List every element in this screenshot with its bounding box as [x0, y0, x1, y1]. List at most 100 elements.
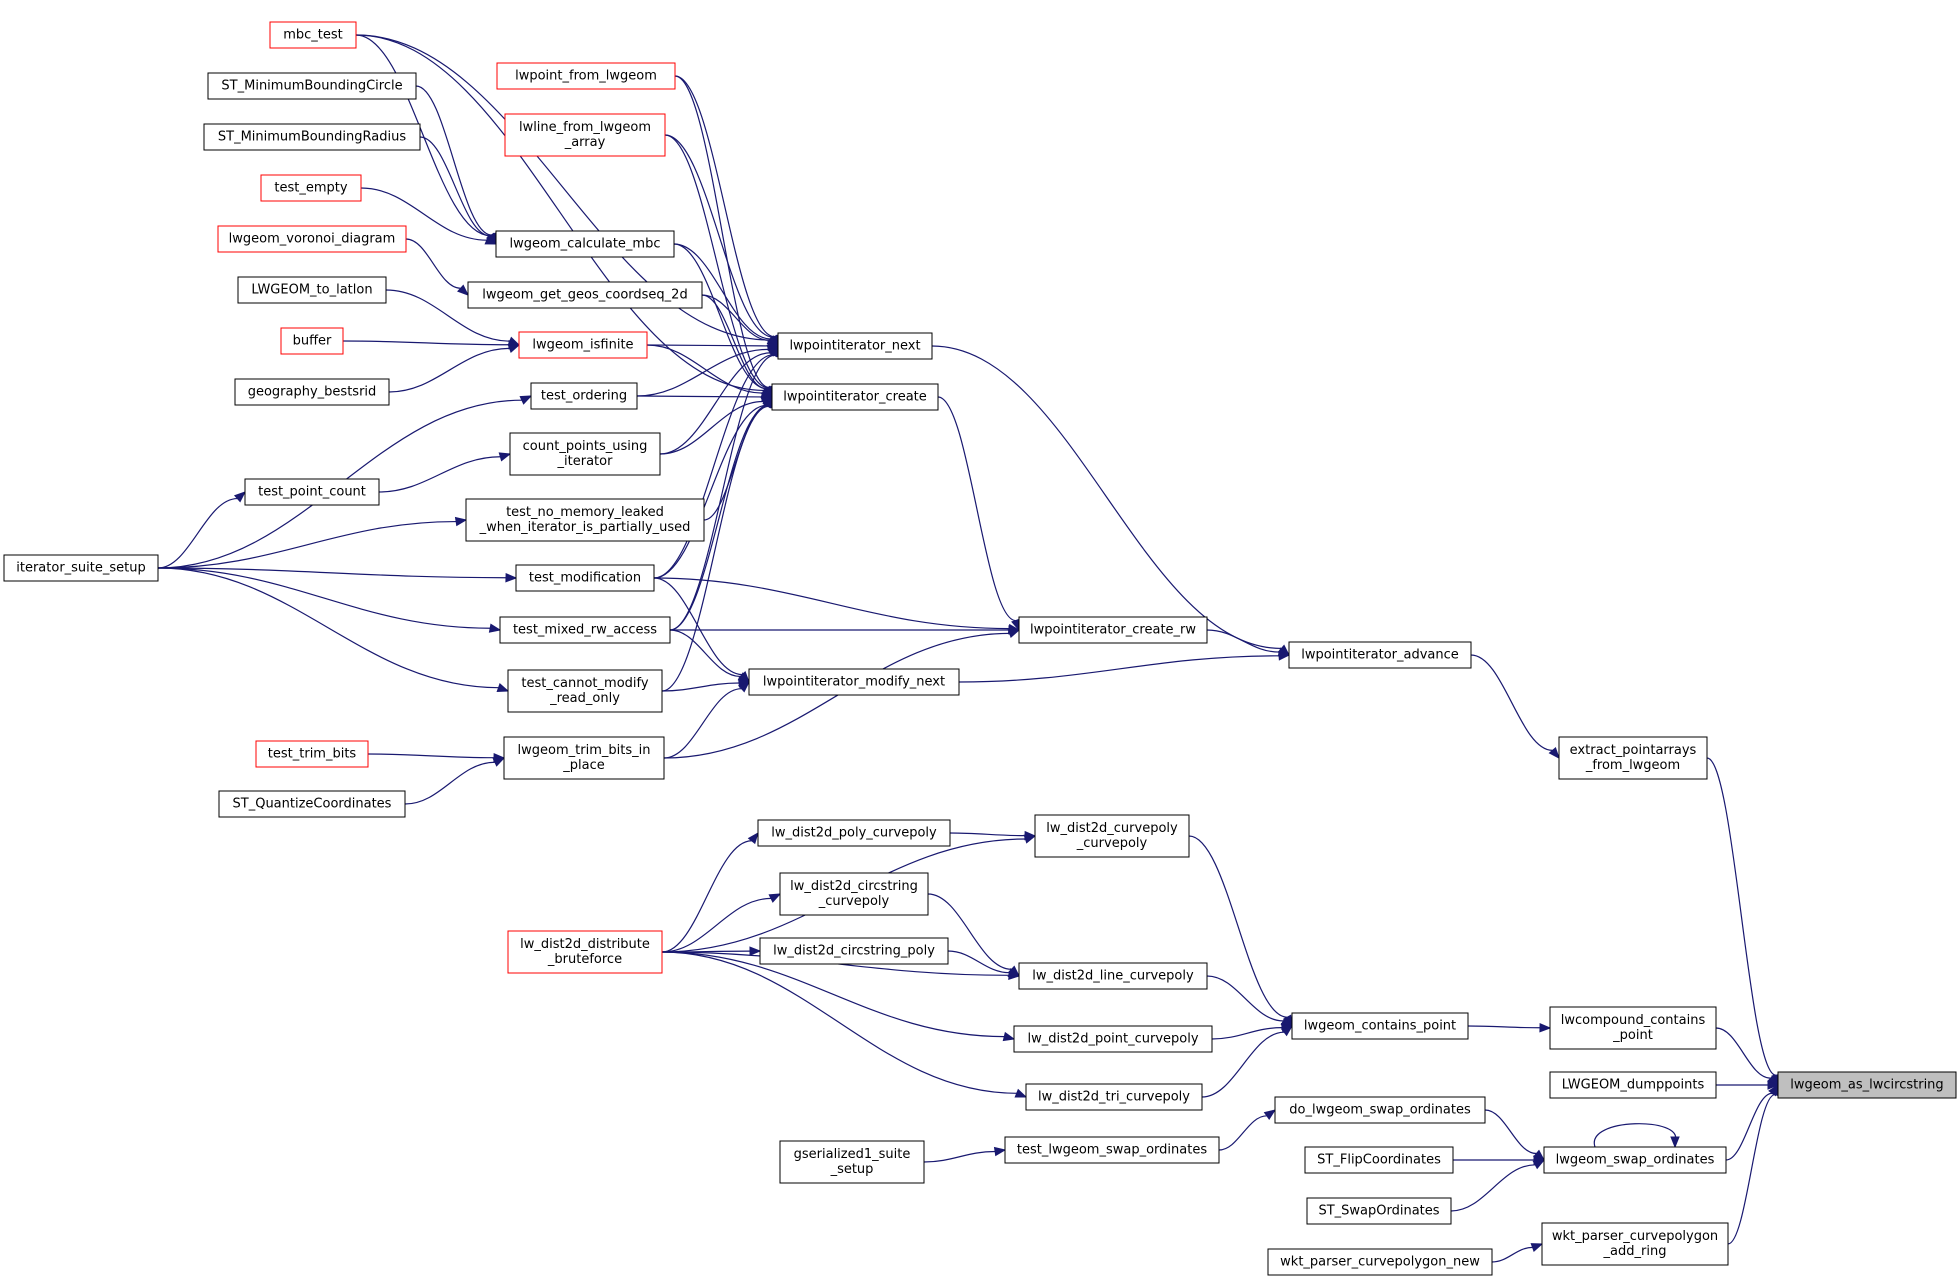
- edge-do-lwgeom-swap-ordinates-to-lwgeom-swap-ordinates: [1484, 1109, 1546, 1161]
- edge-extract-pointarrays-from-lwgeom-to-lwgeom-as-lwcircstring: [1706, 757, 1781, 1087]
- edge-lw-dist2d-tri-curvepoly-to-lwgeom-contains-point: [1201, 1025, 1294, 1098]
- edge-iterator-suite-setup-to-test-point-count: [157, 491, 247, 569]
- node-lwgeom-swap-ordinates[interactable]: lwgeom_swap_ordinates: [1543, 1146, 1727, 1174]
- node-box: [269, 21, 357, 49]
- node-box: [237, 276, 387, 304]
- node-box: [779, 1140, 925, 1184]
- node-label: LWGEOM_dumppoints: [1562, 1078, 1705, 1093]
- edge-lw-dist2d-line-curvepoly-to-lwgeom-contains-point: [1206, 975, 1294, 1027]
- node-box: [1291, 1012, 1469, 1040]
- edge-lw-dist2d-poly-curvepoly-to-lw-dist2d-curvepoly-curvepoly: [949, 830, 1037, 841]
- node-lwgeom-trim-bits-in-place[interactable]: lwgeom_trim_bits_in_place: [503, 736, 665, 780]
- node-label: test_lwgeom_swap_ordinates: [1017, 1143, 1207, 1158]
- node-lw-dist2d-circstring-curvepoly[interactable]: lw_dist2d_circstring_curvepoly: [779, 872, 929, 916]
- node-box: [530, 382, 638, 410]
- node-st-swapordinates[interactable]: ST_SwapOrdinates: [1306, 1197, 1452, 1225]
- node-lw-dist2d-curvepoly-curvepoly[interactable]: lw_dist2d_curvepoly_curvepoly: [1034, 814, 1190, 858]
- node-st-quantizecoordinates[interactable]: ST_QuantizeCoordinates: [218, 790, 406, 818]
- edge-buffer-to-lwgeom-isfinite: [342, 340, 521, 350]
- node-lw-dist2d-point-curvepoly[interactable]: lw_dist2d_point_curvepoly: [1013, 1025, 1213, 1053]
- node-lwgeom-to-latlon[interactable]: LWGEOM_to_latlon: [237, 276, 387, 304]
- edge-geography-bestsrid-to-lwgeom-isfinite: [388, 344, 521, 393]
- node-iterator-suite-setup[interactable]: iterator_suite_setup: [3, 554, 159, 582]
- node-st-minimumboundingradius[interactable]: ST_MinimumBoundingRadius: [203, 123, 421, 151]
- node-geography-bestsrid[interactable]: geography_bestsrid: [234, 378, 390, 406]
- edge-st-minimumboundingradius-to-lwgeom-calculate-mbc: [419, 136, 497, 246]
- edge-lwpointiterator-create-rw-to-lwpointiterator-advance: [1206, 629, 1291, 657]
- node-box: [779, 872, 929, 916]
- edge-test-point-count-to-count-points-using-iterator: [378, 452, 512, 493]
- node-test-lwgeom-swap-ordinates[interactable]: test_lwgeom_swap_ordinates: [1004, 1136, 1220, 1164]
- node-label: lwgeom_as_lwcircstring: [1790, 1078, 1943, 1093]
- node-lw-dist2d-poly-curvepoly[interactable]: lw_dist2d_poly_curvepoly: [757, 819, 951, 847]
- node-box: [757, 819, 951, 847]
- node-lw-dist2d-circstring-poly[interactable]: lw_dist2d_circstring_poly: [759, 937, 949, 965]
- node-lwpointiterator-create[interactable]: lwpointiterator_create: [771, 383, 939, 411]
- node-gserialized1-suite-setup[interactable]: gserialized1_suite_setup: [779, 1140, 925, 1184]
- node-lw-dist2d-distribute-bruteforce[interactable]: lw_dist2d_distribute_bruteforce: [507, 930, 663, 974]
- node-lwgeom-dumppoints[interactable]: LWGEOM_dumppoints: [1549, 1071, 1717, 1099]
- node-wkt-parser-curvepolygon-new[interactable]: wkt_parser_curvepolygon_new: [1267, 1248, 1493, 1276]
- node-lwgeom-contains-point[interactable]: lwgeom_contains_point: [1291, 1012, 1469, 1040]
- node-box: [518, 331, 648, 359]
- node-lwpointiterator-modify-next[interactable]: lwpointiterator_modify_next: [748, 668, 960, 696]
- node-test-mixed-rw-access[interactable]: test_mixed_rw_access: [499, 616, 671, 644]
- node-label: do_lwgeom_swap_ordinates: [1289, 1103, 1471, 1118]
- node-label: LWGEOM_to_latlon: [251, 283, 372, 298]
- node-lwpointiterator-advance[interactable]: lwpointiterator_advance: [1288, 641, 1472, 669]
- node-test-ordering[interactable]: test_ordering: [530, 382, 638, 410]
- node-label: lw_dist2d_point_curvepoly: [1027, 1032, 1198, 1047]
- node-test-no-memory-leaked[interactable]: test_no_memory_leaked_when_iterator_is_p…: [465, 498, 705, 542]
- node-label: _from_lwgeom: [1585, 758, 1680, 773]
- node-box: [507, 669, 663, 713]
- node-lwgeom-calculate-mbc[interactable]: lwgeom_calculate_mbc: [495, 230, 675, 258]
- node-label: wkt_parser_curvepolygon_new: [1280, 1255, 1480, 1270]
- node-lwgeom-voronoi-diagram[interactable]: lwgeom_voronoi_diagram: [217, 225, 407, 253]
- node-box: [777, 332, 933, 360]
- node-mbc-test[interactable]: mbc_test: [269, 21, 357, 49]
- edge-wkt-parser-curvepolygon-new-to-wkt-parser-curvepolygon-add-ring: [1491, 1243, 1544, 1263]
- node-test-point-count[interactable]: test_point_count: [244, 478, 380, 506]
- node-lwgeom-as-lwcircstring[interactable]: lwgeom_as_lwcircstring: [1777, 1071, 1957, 1099]
- node-lwcompound-contains-point[interactable]: lwcompound_contains_point: [1549, 1006, 1717, 1050]
- node-lwgeom-isfinite[interactable]: lwgeom_isfinite: [518, 331, 648, 359]
- node-do-lwgeom-swap-ordinates[interactable]: do_lwgeom_swap_ordinates: [1274, 1096, 1486, 1124]
- node-count-points-using-iterator[interactable]: count_points_using_iterator: [509, 432, 661, 476]
- node-box: [1013, 1025, 1213, 1053]
- node-test-modification[interactable]: test_modification: [515, 564, 655, 592]
- node-buffer[interactable]: buffer: [280, 327, 344, 355]
- node-lw-dist2d-line-curvepoly[interactable]: lw_dist2d_line_curvepoly: [1018, 962, 1208, 990]
- node-st-flipcoordinates[interactable]: ST_FlipCoordinates: [1304, 1146, 1454, 1174]
- node-box: [1034, 814, 1190, 858]
- edge-lwgeom-trim-bits-in-place-to-lwpointiterator-create-rw: [663, 629, 1021, 759]
- node-box: [280, 327, 344, 355]
- node-label: wkt_parser_curvepolygon: [1552, 1229, 1718, 1244]
- node-box: [1549, 1071, 1717, 1099]
- edge-wkt-parser-curvepolygon-add-ring-to-lwgeom-as-lwcircstring: [1727, 1083, 1780, 1245]
- node-box: [507, 930, 663, 974]
- node-test-trim-bits[interactable]: test_trim_bits: [255, 740, 369, 768]
- node-box: [1267, 1248, 1493, 1276]
- edge-iterator-suite-setup-to-test-cannot-modify-read-only: [157, 567, 510, 692]
- node-lwpointiterator-next[interactable]: lwpointiterator_next: [777, 332, 933, 360]
- node-label: _array: [564, 135, 606, 150]
- node-label: ST_MinimumBoundingCircle: [221, 79, 402, 94]
- node-wkt-parser-curvepolygon-add-ring[interactable]: wkt_parser_curvepolygon_add_ring: [1541, 1222, 1729, 1266]
- node-st-minimumboundingcircle[interactable]: ST_MinimumBoundingCircle: [207, 72, 417, 100]
- node-box: [748, 668, 960, 696]
- node-lw-dist2d-tri-curvepoly[interactable]: lw_dist2d_tri_curvepoly: [1025, 1083, 1203, 1111]
- node-lwline-from-lwgeom-array[interactable]: lwline_from_lwgeom_array: [504, 113, 666, 157]
- node-test-cannot-modify-read-only[interactable]: test_cannot_modify_read_only: [507, 669, 663, 713]
- node-lwpoint-from-lwgeom[interactable]: lwpoint_from_lwgeom: [496, 62, 676, 90]
- node-box: [1543, 1146, 1727, 1174]
- edge-lwpoint-from-lwgeom-to-lwpointiterator-create: [674, 75, 774, 399]
- node-label: lwpointiterator_modify_next: [763, 675, 945, 690]
- node-test-empty[interactable]: test_empty: [260, 174, 362, 202]
- node-lwpointiterator-create-rw[interactable]: lwpointiterator_create_rw: [1018, 616, 1208, 644]
- node-lwgeom-get-geos-coordseq-2d[interactable]: lwgeom_get_geos_coordseq_2d: [467, 281, 703, 309]
- node-label: lw_dist2d_distribute: [520, 937, 650, 952]
- edge-iterator-suite-setup-to-test-no-memory-leaked: [157, 516, 468, 569]
- node-extract-pointarrays-from-lwgeom[interactable]: extract_pointarrays_from_lwgeom: [1558, 736, 1708, 780]
- node-label: lwgeom_get_geos_coordseq_2d: [482, 288, 687, 303]
- node-box: [504, 113, 666, 157]
